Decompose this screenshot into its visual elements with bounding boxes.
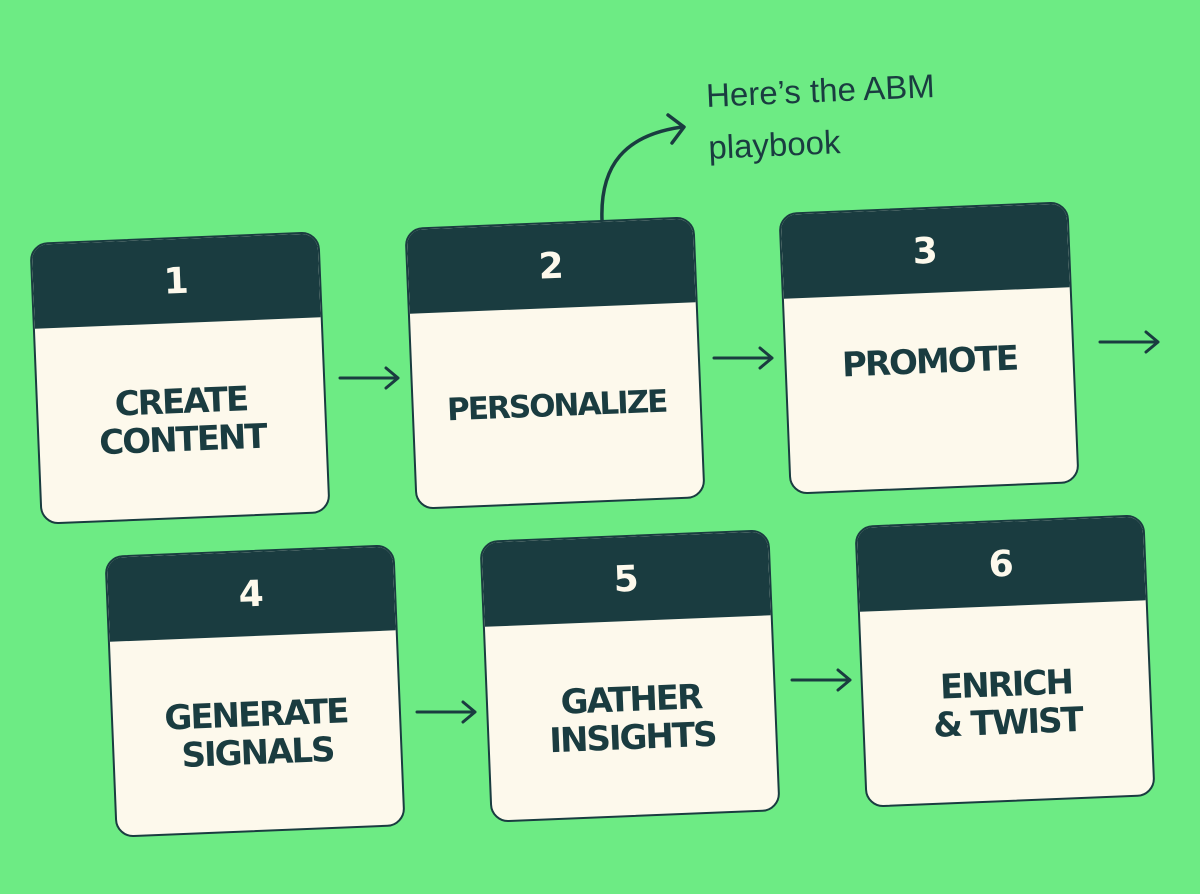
step-card-3: 3 PROMOTE <box>778 201 1080 495</box>
playbook-note: Here’s the ABM playbook <box>705 60 938 174</box>
step-number: 2 <box>406 218 696 314</box>
step-label: GENERATE SIGNALS <box>163 691 349 776</box>
step-card-1: 1 CREATE CONTENT <box>29 231 331 525</box>
step-number: 4 <box>106 546 396 642</box>
arrow-right-icon <box>415 700 477 724</box>
step-number: 5 <box>481 531 771 627</box>
arrow-right-icon <box>1098 330 1160 354</box>
arrow-right-icon <box>712 346 774 370</box>
arrow-right-icon <box>790 668 852 692</box>
step-card-2: 2 PERSONALIZE <box>404 216 706 510</box>
note-line-1: Here’s the ABM <box>705 67 936 114</box>
step-number: 6 <box>856 516 1146 612</box>
arrow-right-icon <box>338 366 400 390</box>
curved-arrow-icon <box>600 113 686 222</box>
step-label: GATHER INSIGHTS <box>548 677 717 762</box>
step-number: 3 <box>780 203 1070 299</box>
step-label: PROMOTE <box>841 338 1018 386</box>
step-card-6: 6 ENRICH & TWIST <box>854 514 1156 808</box>
step-number: 1 <box>31 233 321 329</box>
step-card-5: 5 GATHER INSIGHTS <box>479 529 781 823</box>
note-line-2: playbook <box>707 123 842 166</box>
step-card-4: 4 GENERATE SIGNALS <box>104 544 406 838</box>
step-label: ENRICH & TWIST <box>932 662 1083 746</box>
step-label: PERSONALIZE <box>446 383 668 429</box>
step-label: CREATE CONTENT <box>98 379 267 464</box>
